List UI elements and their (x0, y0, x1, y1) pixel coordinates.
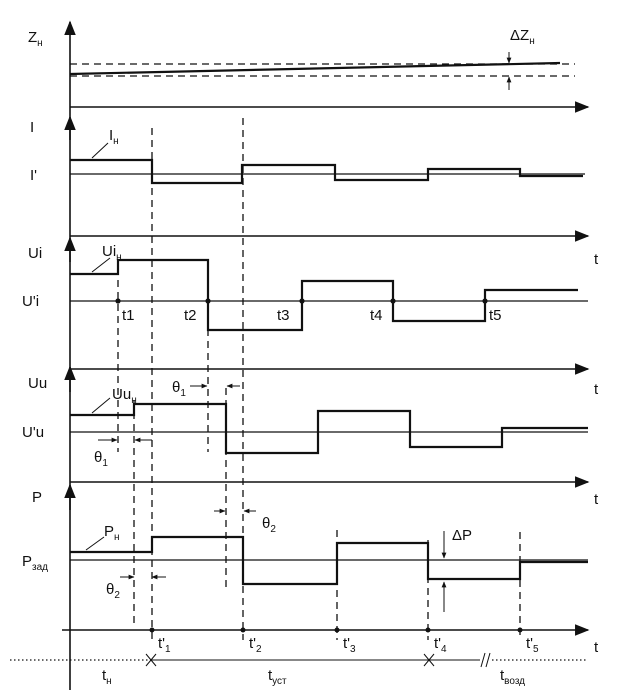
tust-label: tуст (268, 667, 287, 687)
tp1-point (149, 627, 155, 633)
zn-axis-label: Zн (28, 29, 43, 49)
tp3-point (334, 627, 340, 633)
t-label-p: t (594, 491, 599, 508)
uun-leader (91, 397, 111, 414)
pzad-label: Pзад (22, 553, 48, 573)
uu-prime-label: U'u (22, 424, 44, 441)
t3-label: t3 (277, 307, 290, 324)
tp2-point (240, 627, 246, 633)
theta2-label-top: θ2 (262, 515, 276, 535)
tp3-label: t'3 (343, 635, 356, 655)
uin-label: Uiн (102, 243, 122, 263)
p-axis-label: P (32, 489, 42, 506)
tp1-label: t'1 (158, 635, 171, 655)
ui-prime-label: U'i (22, 293, 39, 310)
dp-label: ΔP (452, 527, 472, 544)
tp2-label: t'2 (249, 635, 262, 655)
tp4-label: t'4 (434, 635, 447, 655)
theta1-label-top: θ1 (172, 379, 186, 399)
t-label-bottom: t (594, 639, 599, 656)
uu-axis-label: Uu (28, 375, 47, 392)
i-axis-label: I (30, 119, 34, 136)
t2-label: t2 (184, 307, 197, 324)
tp5-label: t'5 (526, 635, 539, 655)
pn-leader (85, 536, 105, 551)
t5-point (482, 298, 488, 304)
tn-label: tн (102, 667, 112, 687)
ui-axis-label: Ui (28, 245, 42, 262)
t4-point (390, 298, 396, 304)
i-signal (70, 158, 583, 185)
t3-point (299, 298, 305, 304)
break-marker (480, 652, 491, 668)
tvozd-label: tвозд (500, 667, 525, 687)
cross-marker-1 (145, 653, 157, 667)
pn-label: Pн (104, 523, 120, 543)
t2-point (205, 298, 211, 304)
in-leader (91, 142, 109, 159)
t-label-ui: t (594, 251, 599, 268)
dzn-label: ΔZн (510, 27, 535, 47)
t1-label: t1 (122, 307, 135, 324)
tp5-point (517, 627, 523, 633)
uin-leader (91, 257, 111, 273)
t-label-uu: t (594, 381, 599, 398)
uun-label: Uuн (112, 386, 137, 406)
i-prime-label: I' (30, 167, 37, 184)
tp4-point (425, 627, 431, 633)
zn-signal (69, 61, 561, 76)
t4-label: t4 (370, 307, 383, 324)
t1-point (115, 298, 121, 304)
ui-signal (70, 258, 578, 332)
in-label: Iн (109, 127, 119, 147)
t5-label: t5 (489, 307, 502, 324)
theta2-label-bottom: θ2 (106, 581, 120, 601)
theta1-label-bottom: θ1 (94, 449, 108, 469)
uu-signal (70, 402, 588, 455)
cross-marker-2 (423, 653, 435, 667)
